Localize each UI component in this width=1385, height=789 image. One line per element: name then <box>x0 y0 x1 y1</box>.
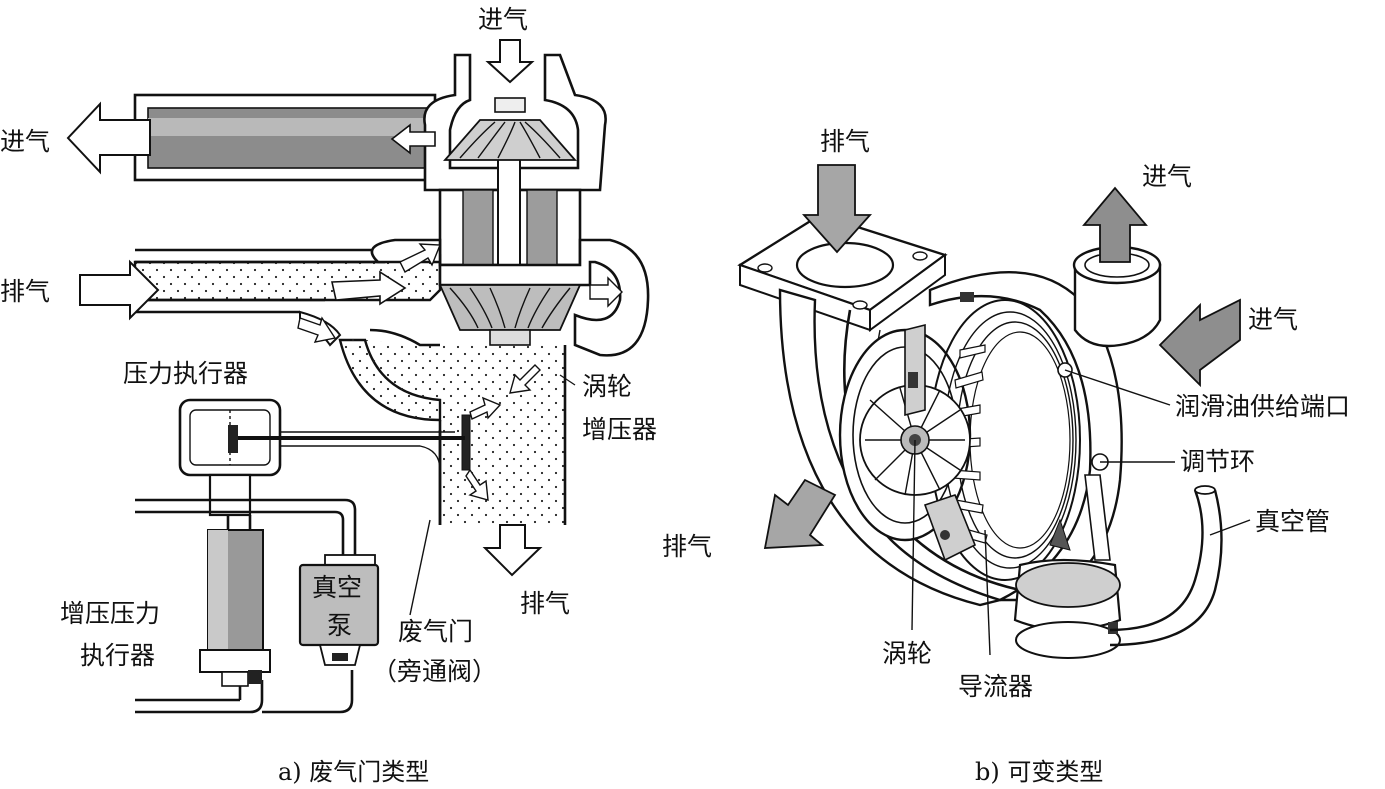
label-exhaust-in: 排气 <box>820 127 870 156</box>
exhaust-out-arrow <box>763 478 837 549</box>
vacuum-pump <box>298 554 380 666</box>
intake-arrow-left <box>66 101 151 175</box>
label-vacuum-pump-line1: 真空 <box>312 573 362 602</box>
caption-panel-b: b) 可变类型 <box>975 758 1103 786</box>
boost-pressure-actuator <box>199 529 271 687</box>
label-intake-top: 进气 <box>478 5 528 34</box>
label-intake-left: 进气 <box>0 127 50 156</box>
label-turbocharger-line1: 涡轮 <box>582 372 632 401</box>
panel-b-variable-diagram: 排气 进气 进气 润滑油供给端口 调节环 真空管 排气 涡轮 导流器 b) 可变… <box>662 127 1350 786</box>
label-vacuum-tube: 真空管 <box>1255 507 1330 536</box>
label-pressure-actuator: 压力执行器 <box>123 359 248 388</box>
label-turbine: 涡轮 <box>882 639 932 668</box>
label-intake-top-b: 进气 <box>1142 162 1192 191</box>
label-boost-actuator-line2: 执行器 <box>80 641 155 670</box>
turbine-wheel <box>438 284 582 346</box>
label-intake-right: 进气 <box>1248 305 1298 334</box>
panel-b-leader-lines <box>911 369 1251 656</box>
panel-a-wastegate-diagram: 进气 进气 排气 压力执行器 涡轮 增压器 增压压力 执行器 真空 泵 废气门 … <box>0 5 657 786</box>
label-wastegate-line1: 废气门 <box>398 617 473 646</box>
bypass-gas-region <box>325 312 440 420</box>
wastegate-valve <box>438 414 471 525</box>
panel-a-leader-lines <box>409 374 576 616</box>
label-exhaust-left: 排气 <box>0 277 50 306</box>
intake-in-arrow <box>1158 298 1241 388</box>
intake-arrow-top <box>485 39 535 84</box>
caption-panel-a: a) 废气门类型 <box>278 758 429 786</box>
compressor-wheel <box>443 97 577 161</box>
label-adjust-ring: 调节环 <box>1180 447 1255 476</box>
vacuum-actuator-can <box>1013 558 1122 659</box>
label-exhaust-bottom: 排气 <box>520 589 570 618</box>
compressor-housing <box>423 53 607 291</box>
adjusting-levers <box>904 292 1111 562</box>
label-wastegate-line2: （旁通阀） <box>372 657 497 686</box>
intake-pipe <box>133 93 437 182</box>
label-exhaust-out: 排气 <box>662 532 712 561</box>
label-turbocharger-line2: 增压器 <box>582 415 657 444</box>
intake-arrow-small <box>390 123 436 155</box>
control-hoses <box>135 498 357 714</box>
vacuum-tube <box>1109 485 1223 647</box>
label-vacuum-pump-line2: 泵 <box>327 611 352 640</box>
exhaust-flow-arrows <box>79 243 623 577</box>
label-guide-vanes: 导流器 <box>958 672 1033 701</box>
label-boost-actuator-line1: 增压压力 <box>60 599 160 628</box>
pressure-actuator <box>178 398 465 517</box>
label-lube-port: 润滑油供给端口 <box>1175 392 1350 421</box>
intake-up-arrow <box>1082 186 1148 263</box>
exhaust-in-arrow <box>801 164 873 254</box>
